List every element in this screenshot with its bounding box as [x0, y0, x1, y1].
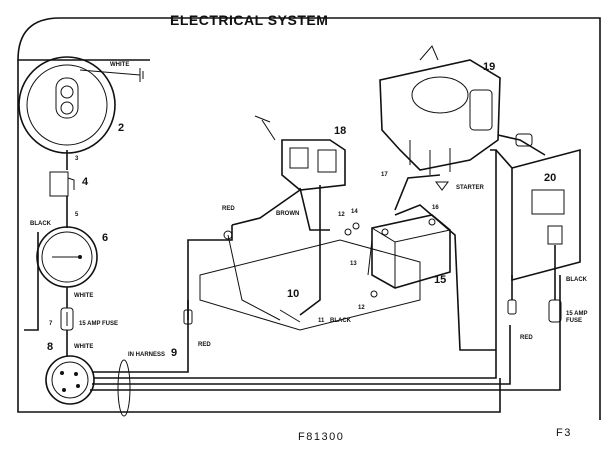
callout-20: 20 — [544, 172, 557, 184]
black-wire-11 — [299, 185, 321, 316]
wire-label-white-mid: WHITE — [74, 293, 94, 299]
callout-13: 13 — [350, 261, 357, 267]
voltage-module-icon — [511, 148, 581, 282]
callout-9: 9 — [171, 347, 178, 359]
wire-label-harness: IN HARNESS — [128, 352, 166, 358]
ignition-switch-icon — [45, 355, 95, 405]
nut-14-icon — [352, 222, 360, 230]
light-switch-icon — [49, 171, 75, 197]
callout-12b: 12 — [358, 305, 365, 311]
red-wire-top — [231, 189, 301, 226]
fuse-holder-left-icon — [60, 307, 74, 331]
connector-right-icon — [507, 299, 517, 315]
harness-wire-d — [90, 275, 561, 391]
engine-lead — [497, 134, 546, 156]
ground-symbol-icon — [139, 68, 144, 82]
callout-5: 5 — [75, 212, 79, 218]
callout-10: 10 — [287, 288, 300, 300]
wire-label-black-left: BLACK — [30, 221, 51, 227]
callout-2: 2 — [118, 122, 125, 134]
battery-cable-13 — [367, 239, 373, 276]
carburetor-icon — [254, 115, 346, 191]
battery-cable-16 — [394, 204, 496, 351]
diagram-title: ELECTRICAL SYSTEM — [170, 12, 329, 28]
wire-label-red-center: RED — [198, 342, 211, 348]
callout-12a: 12 — [338, 212, 345, 218]
engine-icon — [379, 45, 501, 175]
ground-wire-top — [79, 69, 141, 76]
connector-engine-icon — [515, 133, 533, 147]
wire-label-black-right: BLACK — [566, 277, 587, 283]
callout-3: 3 — [75, 156, 79, 162]
wire-label-fuse-left: 15 AMP FUSE — [79, 321, 119, 327]
harness-wire-c — [92, 325, 511, 385]
wire-label-white-top: WHITE — [110, 62, 130, 68]
wire-label-red-top: RED — [222, 206, 235, 212]
callout-19: 19 — [483, 61, 496, 73]
starter-wire-17 — [394, 174, 441, 211]
engine-harness — [495, 149, 513, 169]
callout-6: 6 — [102, 232, 109, 244]
frame-plate — [199, 239, 421, 331]
callout-8: 8 — [47, 341, 54, 353]
wire-label-black-11: BLACK — [330, 318, 351, 324]
callout-18: 18 — [334, 125, 347, 137]
wire-label-brown: BROWN — [276, 211, 300, 217]
wire-label-starter: STARTER — [456, 185, 484, 191]
black-wire-left — [24, 232, 39, 331]
page-number: F3 — [556, 427, 572, 439]
outer-wire-top — [17, 17, 601, 420]
callout-15: 15 — [434, 274, 447, 286]
wire-label-red-right: RED — [520, 335, 533, 341]
connector-center-icon — [183, 309, 193, 325]
harness-marker-icon — [117, 359, 131, 417]
wire-label-white-low: WHITE — [74, 344, 94, 350]
figure-code: F81300 — [298, 431, 345, 443]
callout-17: 17 — [381, 172, 388, 178]
callout-7: 7 — [49, 321, 53, 327]
callout-16: 16 — [432, 205, 439, 211]
brown-wire — [299, 187, 330, 231]
bolt-12a-icon — [344, 228, 352, 236]
callout-14: 14 — [351, 209, 358, 215]
ground-starter-icon — [435, 181, 449, 191]
ammeter-icon — [36, 226, 98, 288]
callout-11: 11 — [318, 318, 325, 324]
outer-wire-loop — [17, 59, 501, 413]
throttle-lever-icon — [223, 230, 301, 323]
wire-label-fuse-right: 15 AMP FUSE — [566, 311, 588, 325]
harness-wire-a — [92, 225, 233, 373]
callout-4: 4 — [82, 176, 89, 188]
bolt-12b-icon — [370, 290, 378, 298]
harness-wire-b — [94, 149, 497, 379]
fuse-holder-right-icon — [548, 299, 562, 323]
